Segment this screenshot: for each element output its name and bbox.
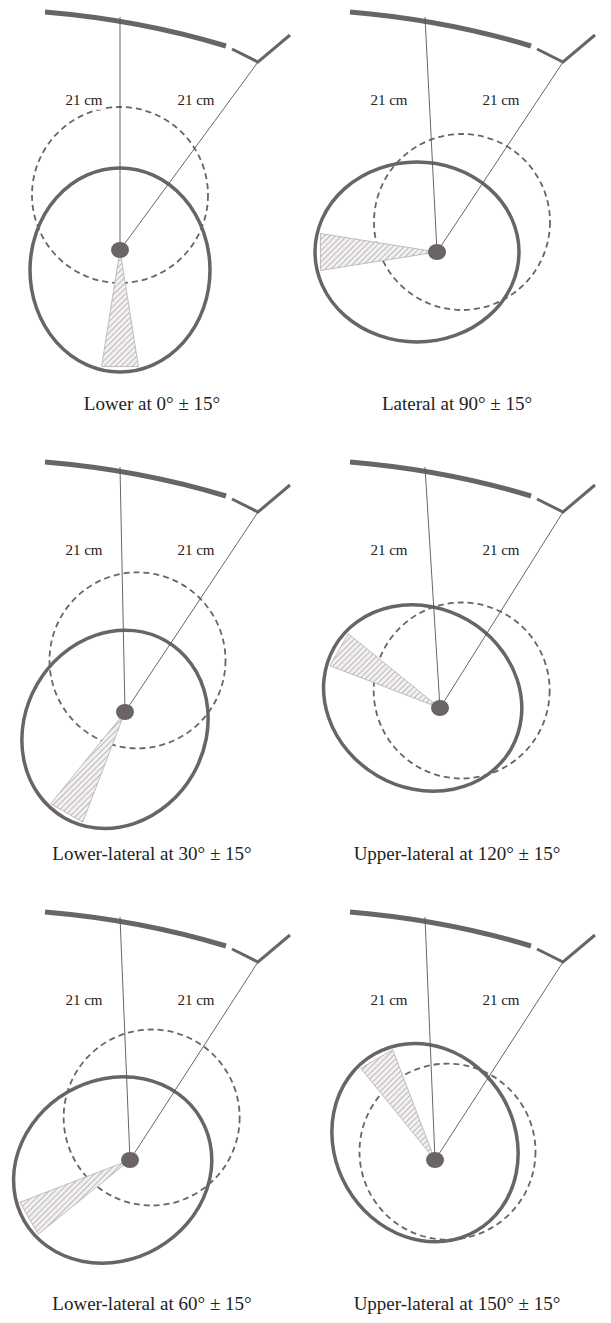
distance-label: 21 cm	[480, 991, 521, 1010]
distance-line	[425, 917, 435, 1160]
distance-line	[130, 962, 258, 1160]
head-ellipse	[296, 1009, 554, 1276]
hatched-sector	[102, 250, 139, 367]
center-dot	[116, 704, 134, 720]
distance-label: 21 cm	[63, 991, 104, 1010]
hatched-sector	[51, 712, 125, 822]
reference-circle	[50, 572, 226, 748]
distance-line	[425, 467, 440, 708]
distance-line	[435, 962, 563, 1160]
head-diagram	[0, 912, 290, 1299]
distance-line	[120, 467, 125, 712]
distance-line	[440, 512, 563, 708]
distance-line	[120, 917, 130, 1160]
distance-label: 21 cm	[480, 91, 521, 110]
speaker-arc	[350, 912, 531, 946]
speaker-vertex	[537, 485, 595, 512]
head-ellipse	[0, 596, 244, 863]
distance-label: 21 cm	[63, 541, 104, 560]
caption-label: Lateral at 90° ± 15°	[382, 394, 532, 415]
distance-line	[425, 17, 437, 252]
head-diagram	[0, 462, 290, 863]
center-dot	[111, 242, 129, 258]
speaker-vertex	[537, 35, 595, 62]
distance-line	[125, 512, 258, 712]
head-diagram	[30, 12, 290, 372]
reference-circle	[374, 134, 550, 310]
distance-label: 21 cm	[480, 541, 521, 560]
distance-label: 21 cm	[368, 91, 409, 110]
distance-line	[120, 17, 121, 250]
speaker-vertex	[232, 485, 290, 512]
center-dot	[426, 1152, 444, 1168]
center-dot	[121, 1152, 139, 1168]
head-diagram	[315, 12, 595, 342]
speaker-arc	[350, 12, 531, 46]
speaker-vertex	[537, 935, 595, 962]
distance-label: 21 cm	[175, 991, 216, 1010]
hatched-sector	[20, 1160, 130, 1234]
center-dot	[428, 244, 446, 260]
head-ellipse	[289, 569, 556, 827]
distance-label: 21 cm	[63, 91, 104, 110]
distance-line	[120, 62, 258, 250]
caption-label: Lower-lateral at 30° ± 15°	[52, 844, 251, 865]
head-ellipse	[0, 1041, 246, 1299]
head-ellipse	[315, 162, 519, 342]
distance-line	[437, 62, 563, 252]
center-dot	[431, 700, 449, 716]
speaker-arc	[45, 912, 226, 946]
speaker-arc	[45, 12, 226, 46]
speaker-arc	[350, 462, 531, 496]
speaker-arc	[45, 462, 226, 496]
head-diagram	[289, 462, 595, 827]
caption-label: Lower-lateral at 60° ± 15°	[52, 1294, 251, 1315]
distance-label: 21 cm	[368, 541, 409, 560]
caption-label: Upper-lateral at 120° ± 15°	[354, 844, 561, 865]
caption-label: Lower at 0° ± 15°	[84, 394, 220, 415]
distance-label: 21 cm	[175, 91, 216, 110]
distance-label: 21 cm	[368, 991, 409, 1010]
hatched-sector	[361, 1050, 435, 1160]
distance-label: 21 cm	[175, 541, 216, 560]
hatched-sector	[330, 634, 440, 708]
speaker-vertex	[232, 35, 290, 62]
hatched-sector	[320, 234, 437, 271]
caption-label: Upper-lateral at 150° ± 15°	[354, 1294, 561, 1315]
head-diagram	[296, 912, 595, 1276]
speaker-vertex	[232, 935, 290, 962]
